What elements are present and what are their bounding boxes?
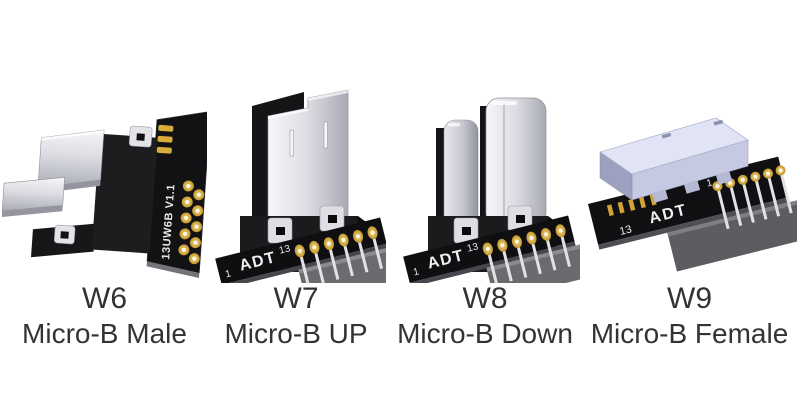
w6-latch-tab-top	[128, 125, 153, 148]
w7-assembly: 1 ADT 13	[215, 89, 386, 283]
w7-latch-tab-left	[267, 217, 293, 244]
w8-shell	[443, 97, 547, 227]
w8-pads	[482, 224, 571, 283]
w7-latch-tab-right	[319, 205, 345, 232]
w7-rear-housing	[252, 92, 304, 218]
w9-pads	[712, 165, 793, 230]
product-name-w6: Micro-B Male	[22, 317, 187, 349]
w9-assembly: 13 ADT 1	[588, 117, 797, 272]
w8-pin13-label: 13	[466, 241, 480, 254]
w8-assembly: 1 ADT 13	[403, 97, 580, 283]
w6-through-hole-pads	[178, 180, 205, 265]
w9-pcb: 13 ADT 1	[588, 156, 797, 272]
w7-shell	[267, 89, 349, 219]
w7-pads	[294, 226, 383, 283]
w9-pin1-label: 1	[705, 177, 713, 189]
product-code-w7: W7	[273, 282, 319, 315]
product-code-w8: W8	[462, 282, 508, 315]
w9-illustration: 13 ADT 1	[588, 117, 797, 272]
product-w9: 13 ADT 1	[582, 88, 797, 350]
product-code-w6: W6	[82, 282, 127, 315]
w7-illustration: 1 ADT 13	[215, 89, 386, 283]
product-code-w9: W9	[667, 282, 712, 315]
w6-overmold	[91, 133, 158, 254]
w7-pin13-label: 13	[278, 243, 292, 256]
product-w8: 1 ADT 13 W8 Micro-B Down	[390, 58, 580, 350]
w6-pcb: 13UW6B V1.1	[146, 111, 207, 278]
w9-shell	[599, 117, 749, 203]
w9-pin13-label: 13	[618, 223, 633, 238]
w8-illustration: 1 ADT 13	[403, 97, 580, 283]
product-name-w7: Micro-B UP	[224, 317, 368, 349]
product-w6: 13UW6B V1.1	[2, 88, 207, 350]
w8-pcb-band: 1 ADT 13	[403, 215, 580, 283]
w6-latch-tab-bottom	[53, 224, 76, 245]
product-name-w9: Micro-B Female	[590, 317, 789, 349]
w6-pcb-marking: 13UW6B V1.1	[160, 184, 177, 260]
w6-plug	[2, 129, 105, 218]
w7-pcb-band: 1 ADT 13	[215, 217, 386, 283]
product-w7: 1 ADT 13 W7 Micro-B UP	[206, 68, 386, 350]
w6-illustration: 13UW6B V1.1	[2, 111, 207, 278]
w6-assembly: 13UW6B V1.1	[2, 111, 207, 278]
product-name-w8: Micro-B Down	[397, 317, 573, 349]
w8-pin1-label: 1	[412, 266, 420, 278]
w7-pin1-label: 1	[224, 268, 232, 280]
